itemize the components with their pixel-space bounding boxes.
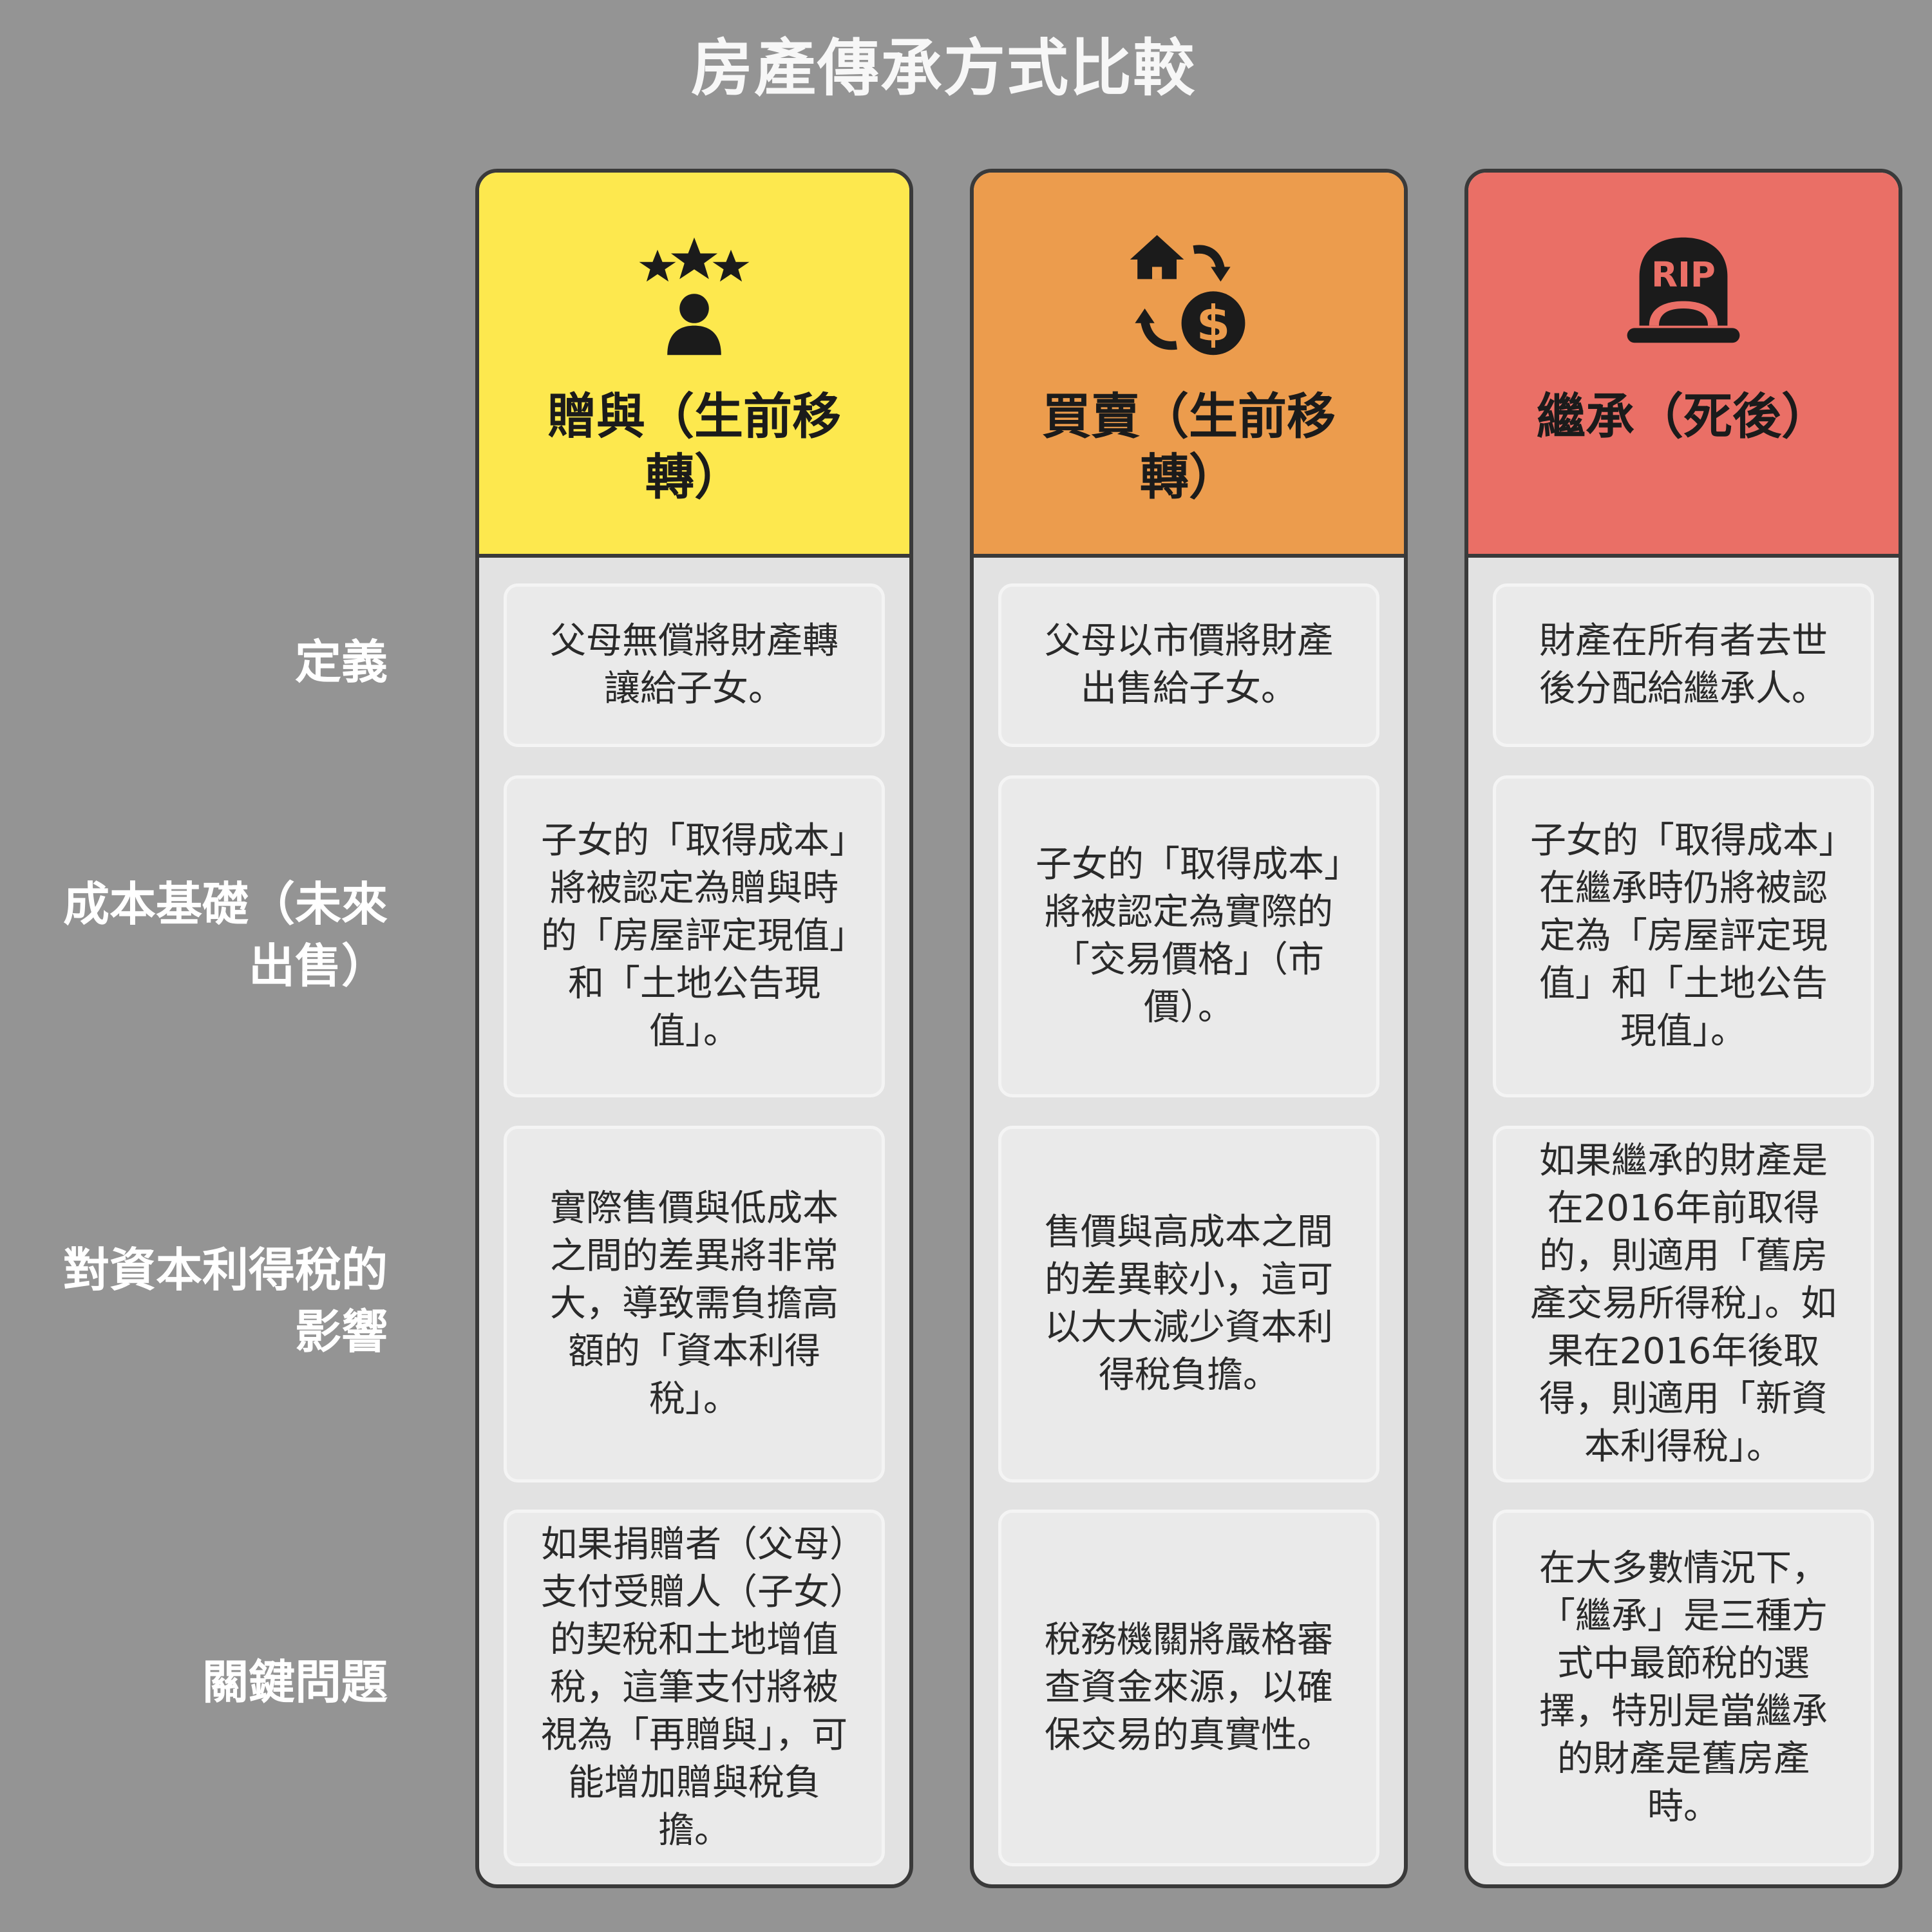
svg-text:$: $ xyxy=(1197,294,1231,352)
cell-gift-definition: 父母無償將財產轉讓給子女。 xyxy=(504,583,885,747)
cell-inheritance-definition: 財產在所有者去世後分配給繼承人。 xyxy=(1493,583,1874,747)
column-inheritance: RIP 繼承（死後） 財產在所有者去世後分配給繼承人。 子女的「取得成本」在繼承… xyxy=(1464,169,1902,1888)
column-gift: 贈與（生前移轉） 父母無償將財產轉讓給子女。 子女的「取得成本」將被認定為贈與時… xyxy=(475,169,913,1888)
column-title-gift: 贈與（生前移轉） xyxy=(547,388,841,506)
cell-inheritance-cost-basis: 子女的「取得成本」在繼承時仍將被認定為「房屋評定現值」和「土地公告現值」。 xyxy=(1493,775,1874,1097)
cell-gift-tax-impact: 實際售價與低成本之間的差異將非常大，導致需負擔高額的「資本利得稅」。 xyxy=(504,1126,885,1482)
tombstone-rip-icon: RIP xyxy=(1627,237,1740,343)
column-title-inheritance: 繼承（死後） xyxy=(1537,388,1830,445)
svg-text:RIP: RIP xyxy=(1651,255,1716,295)
cell-sale-tax-impact: 售價與高成本之間的差異較小，這可以大大減少資本利得稅負擔。 xyxy=(998,1126,1379,1482)
cell-gift-cost-basis: 子女的「取得成本」將被認定為贈與時的「房屋評定現值」和「土地公告現值」。 xyxy=(504,775,885,1097)
column-header-sale: $ 買賣（生前移轉） xyxy=(974,173,1404,558)
cell-inheritance-key-issue: 在大多數情況下，「繼承」是三種方式中最節稅的選擇，特別是當繼承的財產是舊房產時。 xyxy=(1493,1510,1874,1866)
cell-gift-key-issue: 如果捐贈者（父母）支付受贈人（子女）的契稅和土地增值稅，這筆支付將被視為「再贈與… xyxy=(504,1510,885,1866)
column-header-gift: 贈與（生前移轉） xyxy=(479,173,909,558)
cell-sale-key-issue: 稅務機關將嚴格審查資金來源，以確保交易的真實性。 xyxy=(998,1510,1379,1866)
cell-sale-definition: 父母以市價將財產出售給子女。 xyxy=(998,583,1379,747)
cell-inheritance-tax-impact: 如果繼承的財產是在2016年前取得的，則適用「舊房產交易所得稅」。如果在2016… xyxy=(1493,1126,1874,1482)
column-title-sale: 買賣（生前移轉） xyxy=(1042,388,1336,506)
column-header-inheritance: RIP 繼承（死後） xyxy=(1468,173,1899,558)
cell-sale-cost-basis: 子女的「取得成本」將被認定為實際的「交易價格」（市價）。 xyxy=(998,775,1379,1097)
stars-person-icon xyxy=(639,237,750,355)
row-label-cost-basis: 成本基礎（未來出售） xyxy=(62,877,388,993)
row-label-definition: 定義 xyxy=(294,635,388,689)
row-label-key-issue: 關鍵問題 xyxy=(202,1655,388,1709)
row-label-tax-impact: 對資本利得稅的影響 xyxy=(62,1243,388,1359)
column-sale: $ 買賣（生前移轉） 父母以市價將財產出售給子女。 子女的「取得成本」將被認定為… xyxy=(970,169,1408,1888)
house-money-exchange-icon: $ xyxy=(1130,235,1245,355)
page-title: 房產傳承方式比較 xyxy=(691,32,1196,104)
